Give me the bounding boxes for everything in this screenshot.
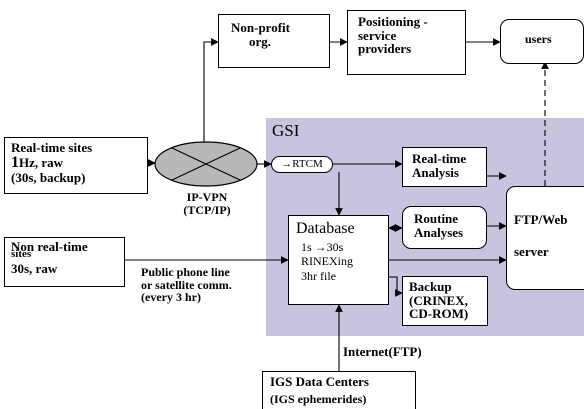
nonprofit-line: Non-profit — [231, 20, 290, 35]
rtanalysis-line: Real-time — [412, 151, 467, 166]
rtanalysis-line: Analysis — [412, 164, 459, 180]
nonprofit-line: org. — [249, 33, 272, 49]
ftp-web-line: FTP/Web — [514, 212, 568, 227]
database-line: 3hr file — [301, 268, 336, 283]
public-line-label: Public phone line or satellite comm. (ev… — [141, 266, 232, 304]
backup-line: CD-ROM) — [409, 306, 469, 322]
nonrealtime-line: 30s, raw — [11, 261, 58, 277]
realtime-sites-rate-lead: 1 — [11, 153, 19, 171]
nonrealtime-line: Non real-time — [11, 239, 88, 254]
database-line: 1s →30s — [301, 239, 344, 254]
backup-line: (CRINEX, — [409, 292, 468, 308]
realtime-sites-title: Real-time sites — [11, 140, 93, 155]
node-backup: Backup (CRINEX, CD-ROM) — [402, 276, 488, 326]
routine-line: Routine — [414, 211, 459, 226]
users-label: users — [525, 32, 552, 46]
realtime-sites-backup: (30s, backup) — [11, 170, 86, 186]
positioning-line: providers — [358, 41, 412, 57]
node-nonprofit: Non-profit org. — [218, 14, 330, 68]
routine-line: Analyses — [414, 224, 464, 240]
node-positioning: Positioning - service providers — [347, 10, 466, 75]
public-line-text: or satellite comm. — [141, 277, 232, 292]
rtcm-label: →RTCM — [281, 158, 323, 170]
backup-line: Backup — [409, 279, 452, 294]
ipvpn-line: IP-VPN — [186, 190, 228, 204]
public-line-text: Public phone line — [141, 265, 230, 279]
internet-ftp-label: Internet(FTP) — [343, 344, 422, 359]
igs-line: IGS Data Centers — [270, 374, 369, 389]
node-realtime-analysis: Real-time Analysis — [402, 147, 487, 187]
realtime-sites-rate: 1Hz, raw — [11, 153, 147, 172]
ipvpn-router-icon — [154, 141, 258, 187]
node-database: Database 1s →30s RINEXing 3hr file — [288, 215, 389, 305]
positioning-line: service — [358, 27, 397, 43]
node-realtime-sites: Real-time sites 1Hz, raw (30s, backup) — [4, 137, 148, 194]
edge-database-to-backup — [389, 276, 403, 297]
ftp-web-line: server — [514, 243, 549, 259]
gsi-label: GSI — [272, 121, 300, 140]
node-ftp-web-server: FTP/Web server — [506, 186, 584, 290]
node-igs-data-centers: IGS Data Centers (IGS ephemerides) — [262, 371, 416, 409]
ipvpn-label: IP-VPN (TCP/IP) — [182, 191, 232, 216]
node-users: users — [500, 19, 584, 64]
igs-line: (IGS ephemerides) — [270, 391, 367, 406]
positioning-line: Positioning - — [358, 14, 428, 29]
database-title: Database — [296, 220, 355, 237]
public-line-text: (every 3 hr) — [141, 290, 201, 305]
node-nonrealtime-sites: Non real-time sites 30s, raw — [4, 237, 125, 287]
ipvpn-line: (TCP/IP) — [183, 202, 231, 217]
node-rtcm: →RTCM — [271, 156, 333, 173]
database-line: RINEXing — [301, 254, 353, 269]
node-routine-analyses: Routine Analyses — [402, 206, 487, 249]
edge-ipvpn-to-nonprofit — [203, 38, 219, 147]
realtime-sites-rate-rest: Hz, raw — [19, 154, 64, 170]
nonrealtime-line: sites — [11, 247, 32, 260]
